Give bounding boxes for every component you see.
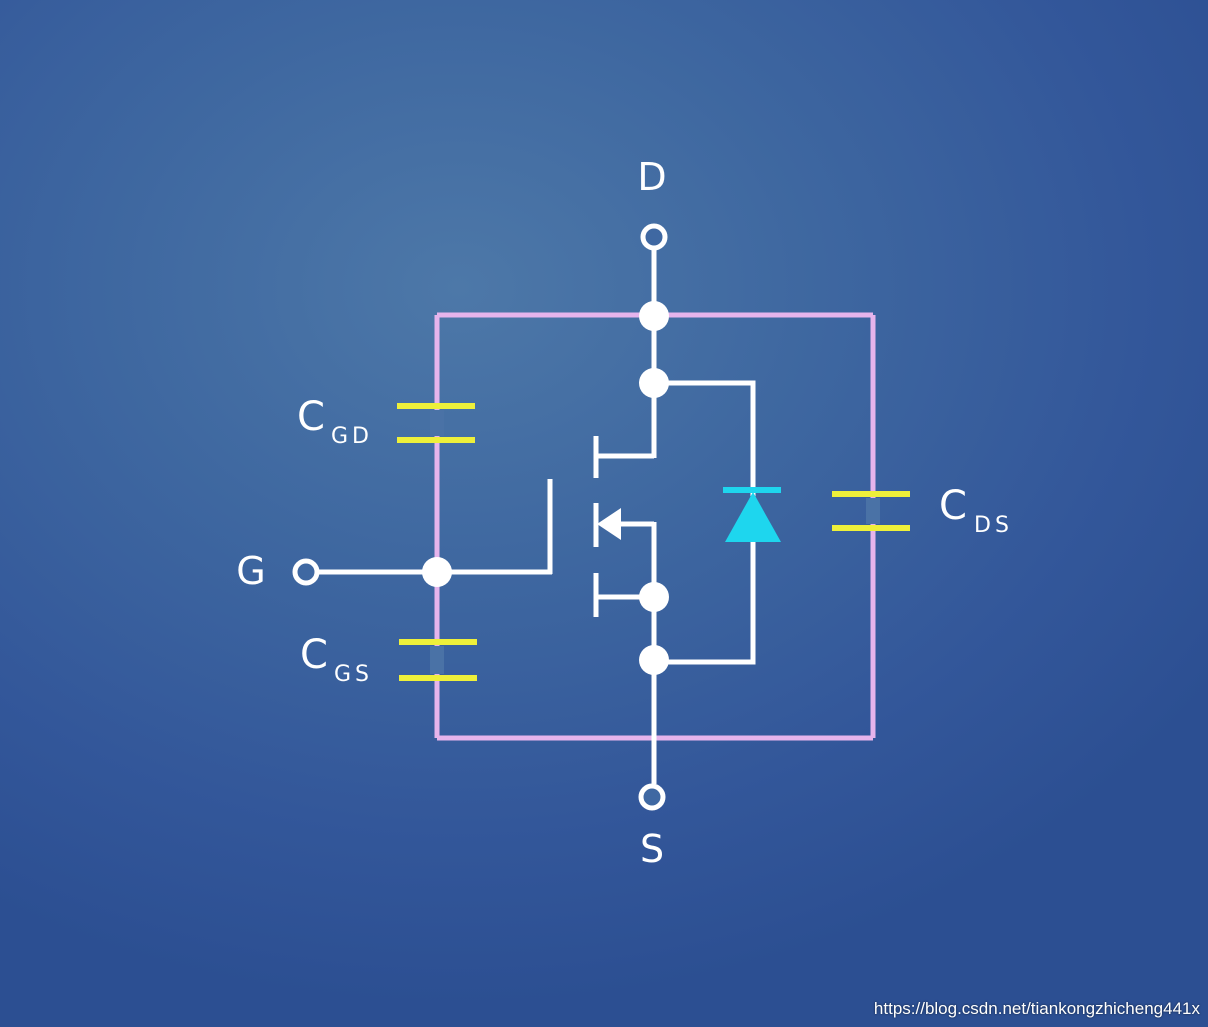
drain-label: D xyxy=(637,155,666,199)
cgd-label: C GD xyxy=(297,394,373,449)
cgd-symbol: C xyxy=(297,394,325,440)
source-label: S xyxy=(640,827,664,871)
cgs-subscript: GS xyxy=(334,662,373,687)
gate-terminal xyxy=(292,558,320,586)
terminals xyxy=(292,223,668,811)
cgs-gap xyxy=(430,646,444,674)
cgs-symbol: C xyxy=(300,632,328,678)
body-diode xyxy=(723,487,781,542)
cds-subscript: DS xyxy=(974,513,1013,538)
cgs-label: C GS xyxy=(300,632,373,687)
junction-dots xyxy=(422,301,669,675)
cds-label: C DS xyxy=(939,483,1013,538)
junction-gate-loop xyxy=(422,557,452,587)
capacitor-plates xyxy=(397,403,910,681)
junction-drain-loop xyxy=(639,301,669,331)
drain-terminal xyxy=(640,223,668,251)
cgd-subscript: GD xyxy=(331,424,373,449)
junction-source-body xyxy=(639,582,669,612)
cds-symbol: C xyxy=(939,483,967,529)
mosfet-wiring xyxy=(319,249,756,784)
cgd-gap xyxy=(430,410,444,436)
gate-label: G xyxy=(236,549,265,593)
body-arrow-icon xyxy=(597,508,621,540)
junction-drain-diode xyxy=(639,368,669,398)
source-terminal xyxy=(638,783,666,811)
capacitor-gaps xyxy=(430,410,880,674)
watermark-url: https://blog.csdn.net/tiankongzhicheng44… xyxy=(873,999,1200,1018)
diode-triangle-icon xyxy=(725,492,781,542)
cds-gap xyxy=(866,498,880,524)
junction-source-diode xyxy=(639,645,669,675)
